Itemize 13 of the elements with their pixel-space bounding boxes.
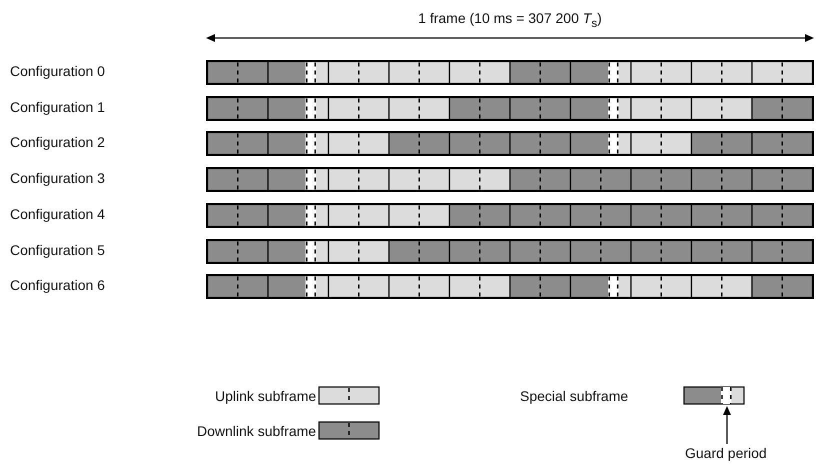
guard-period-label: Guard period (685, 445, 767, 461)
row-label: Configuration 1 (10, 98, 105, 115)
legend-label: Special subframe (520, 388, 628, 404)
row-label: Configuration 2 (10, 134, 105, 150)
row-label: Configuration 0 (10, 63, 105, 79)
legend-label: Uplink subframe (215, 388, 316, 404)
leader-arrow (722, 406, 731, 444)
row-label: Configuration 6 (10, 277, 105, 294)
row-label: Configuration 5 (10, 242, 105, 258)
frame-length-label: 1 frame (10 ms = 307 200 T$_{s}$) (418, 10, 602, 30)
legend-label: Downlink subframe (197, 423, 316, 439)
row-label: Configuration 4 (10, 206, 105, 222)
row-label: Configuration 3 (10, 170, 105, 186)
